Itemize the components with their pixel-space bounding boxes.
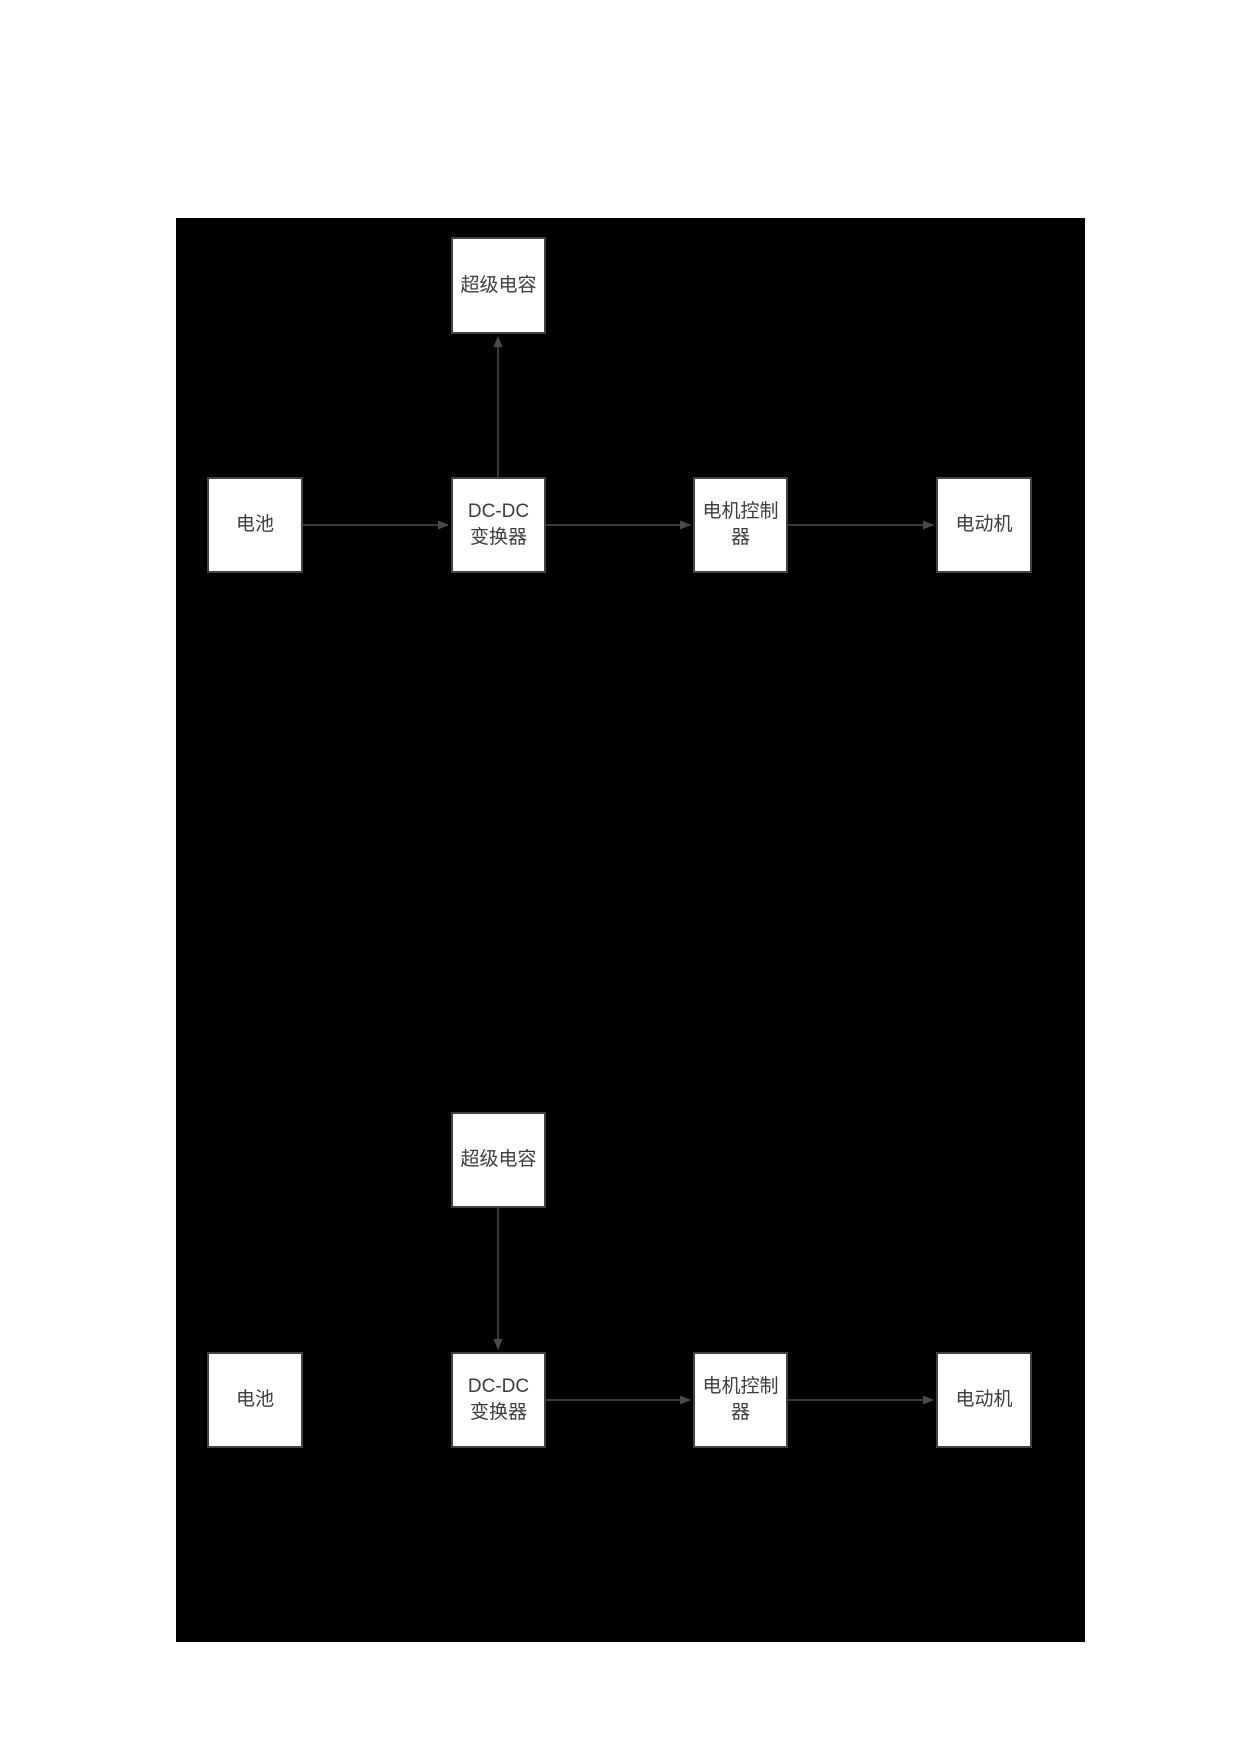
node-electric-motor-bottom: 电动机 <box>936 1352 1032 1448</box>
node-supercapacitor-top: 超级电容 <box>451 237 546 334</box>
node-supercapacitor-bottom: 超级电容 <box>451 1112 546 1208</box>
diagram-panel: 超级电容 电池 DC-DC 变换器 电机控制 器 电动机 超级电容 电池 DC-… <box>176 218 1085 1642</box>
node-electric-motor-top: 电动机 <box>936 477 1032 573</box>
node-battery-bottom: 电池 <box>207 1352 303 1448</box>
node-motor-controller-bottom: 电机控制 器 <box>693 1352 788 1448</box>
node-dcdc-converter-top: DC-DC 变换器 <box>451 477 546 573</box>
node-motor-controller-top: 电机控制 器 <box>693 477 788 573</box>
connector-arrows <box>303 336 934 1405</box>
node-battery-top: 电池 <box>207 477 303 573</box>
node-dcdc-converter-bottom: DC-DC 变换器 <box>451 1352 546 1448</box>
